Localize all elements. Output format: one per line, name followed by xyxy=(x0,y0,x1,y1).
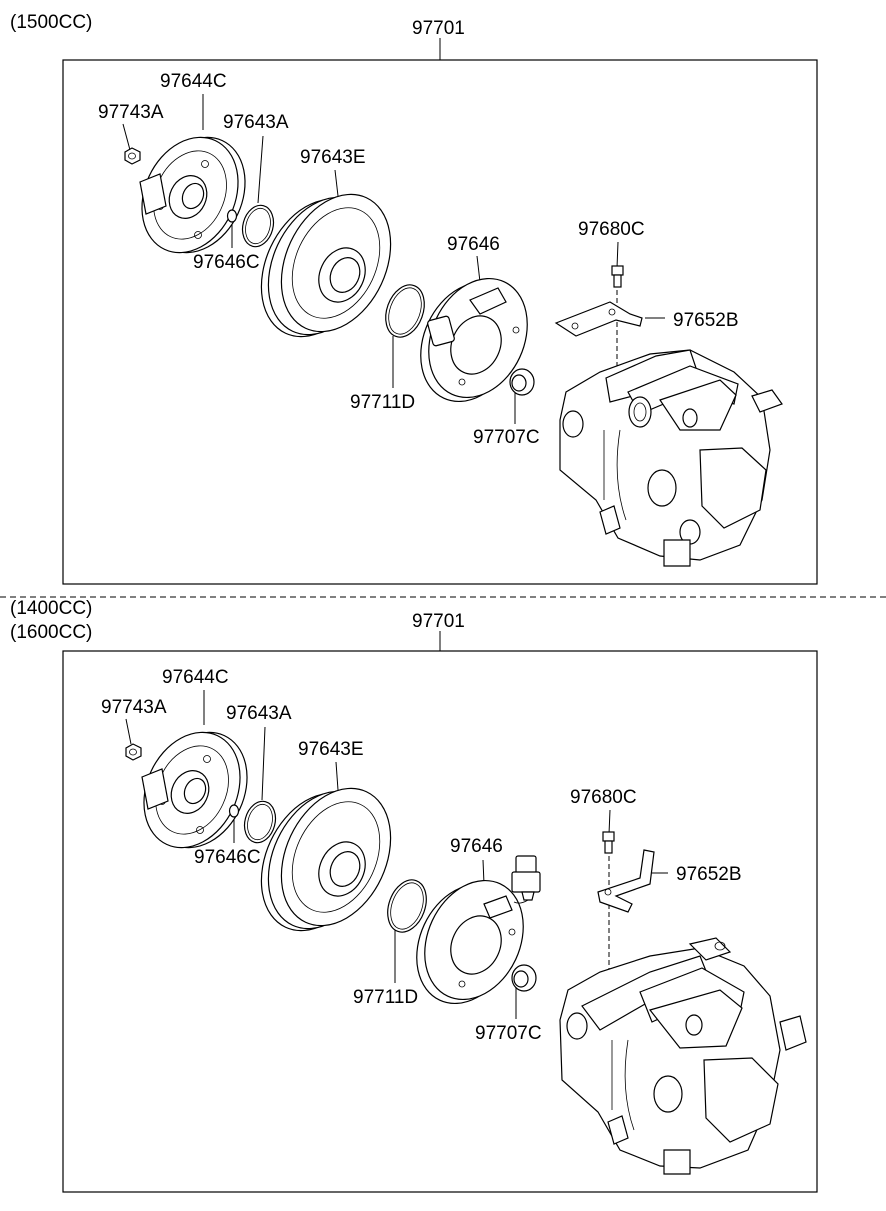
section-1400cc-1600cc: (1400CC) (1600CC) 97701 97644C 97743A 97… xyxy=(10,598,818,1193)
compressor-body xyxy=(559,937,807,1175)
callout-pulley: 97643E xyxy=(298,739,364,760)
snap-ring xyxy=(241,204,275,248)
section-1500cc: (1500CC) 97701 97644C 97743A 97643A 9764… xyxy=(10,12,818,585)
callout-disc-hub: 97644C xyxy=(162,667,229,688)
callout-bracket-bolt: 97680C xyxy=(570,787,637,808)
callout-bracket: 97652B xyxy=(673,310,739,331)
pulley-snap-ring xyxy=(387,879,427,933)
callout-shim: 97646C xyxy=(193,252,260,273)
callout-shim: 97646C xyxy=(194,847,261,868)
mounting-bracket xyxy=(597,849,655,913)
variant-label-1600cc: (1600CC) xyxy=(10,622,92,643)
field-coil-connector xyxy=(511,855,541,904)
pulley-snap-ring xyxy=(385,284,425,338)
callout-pulley-snap-ring: 97711D xyxy=(353,987,418,1008)
assembly-number-label: 97701 xyxy=(412,611,465,632)
callout-shaft-seal: 97707C xyxy=(475,1023,542,1044)
mounting-bracket xyxy=(554,301,643,337)
pulley xyxy=(260,193,392,338)
callout-field-coil: 97646 xyxy=(447,234,500,255)
callout-pulley: 97643E xyxy=(300,147,366,168)
variant-label-1500cc: (1500CC) xyxy=(10,12,92,33)
assembly-frame xyxy=(62,650,818,1193)
assembly-frame xyxy=(62,59,818,585)
field-coil xyxy=(416,879,524,1005)
leader-lines xyxy=(122,94,665,424)
callout-hub-nut: 97743A xyxy=(101,697,167,718)
callout-pulley-snap-ring: 97711D xyxy=(350,392,415,413)
disc-hub xyxy=(139,136,246,254)
snap-ring xyxy=(243,800,277,844)
callout-disc-hub: 97644C xyxy=(160,71,227,92)
callout-hub-nut: 97743A xyxy=(98,102,164,123)
field-coil xyxy=(420,277,528,403)
bracket-bolt xyxy=(611,265,624,288)
callout-bracket: 97652B xyxy=(676,864,742,885)
bracket-bolt xyxy=(602,831,615,854)
shim xyxy=(228,804,240,818)
compressor-body xyxy=(559,349,783,567)
hub-nut xyxy=(124,147,141,165)
shim xyxy=(226,209,238,223)
hub-nut xyxy=(125,743,142,761)
callout-field-coil: 97646 xyxy=(450,836,503,857)
variant-label-1400cc: (1400CC) xyxy=(10,598,92,619)
shaft-seal xyxy=(509,368,535,396)
shaft-seal xyxy=(511,964,537,992)
callout-snap-ring: 97643A xyxy=(226,703,292,724)
disc-hub xyxy=(141,731,248,849)
pulley xyxy=(260,787,392,932)
assembly-number-label: 97701 xyxy=(412,18,465,39)
callout-snap-ring: 97643A xyxy=(223,112,289,133)
callout-shaft-seal: 97707C xyxy=(473,427,540,448)
callout-bracket-bolt: 97680C xyxy=(578,219,645,240)
